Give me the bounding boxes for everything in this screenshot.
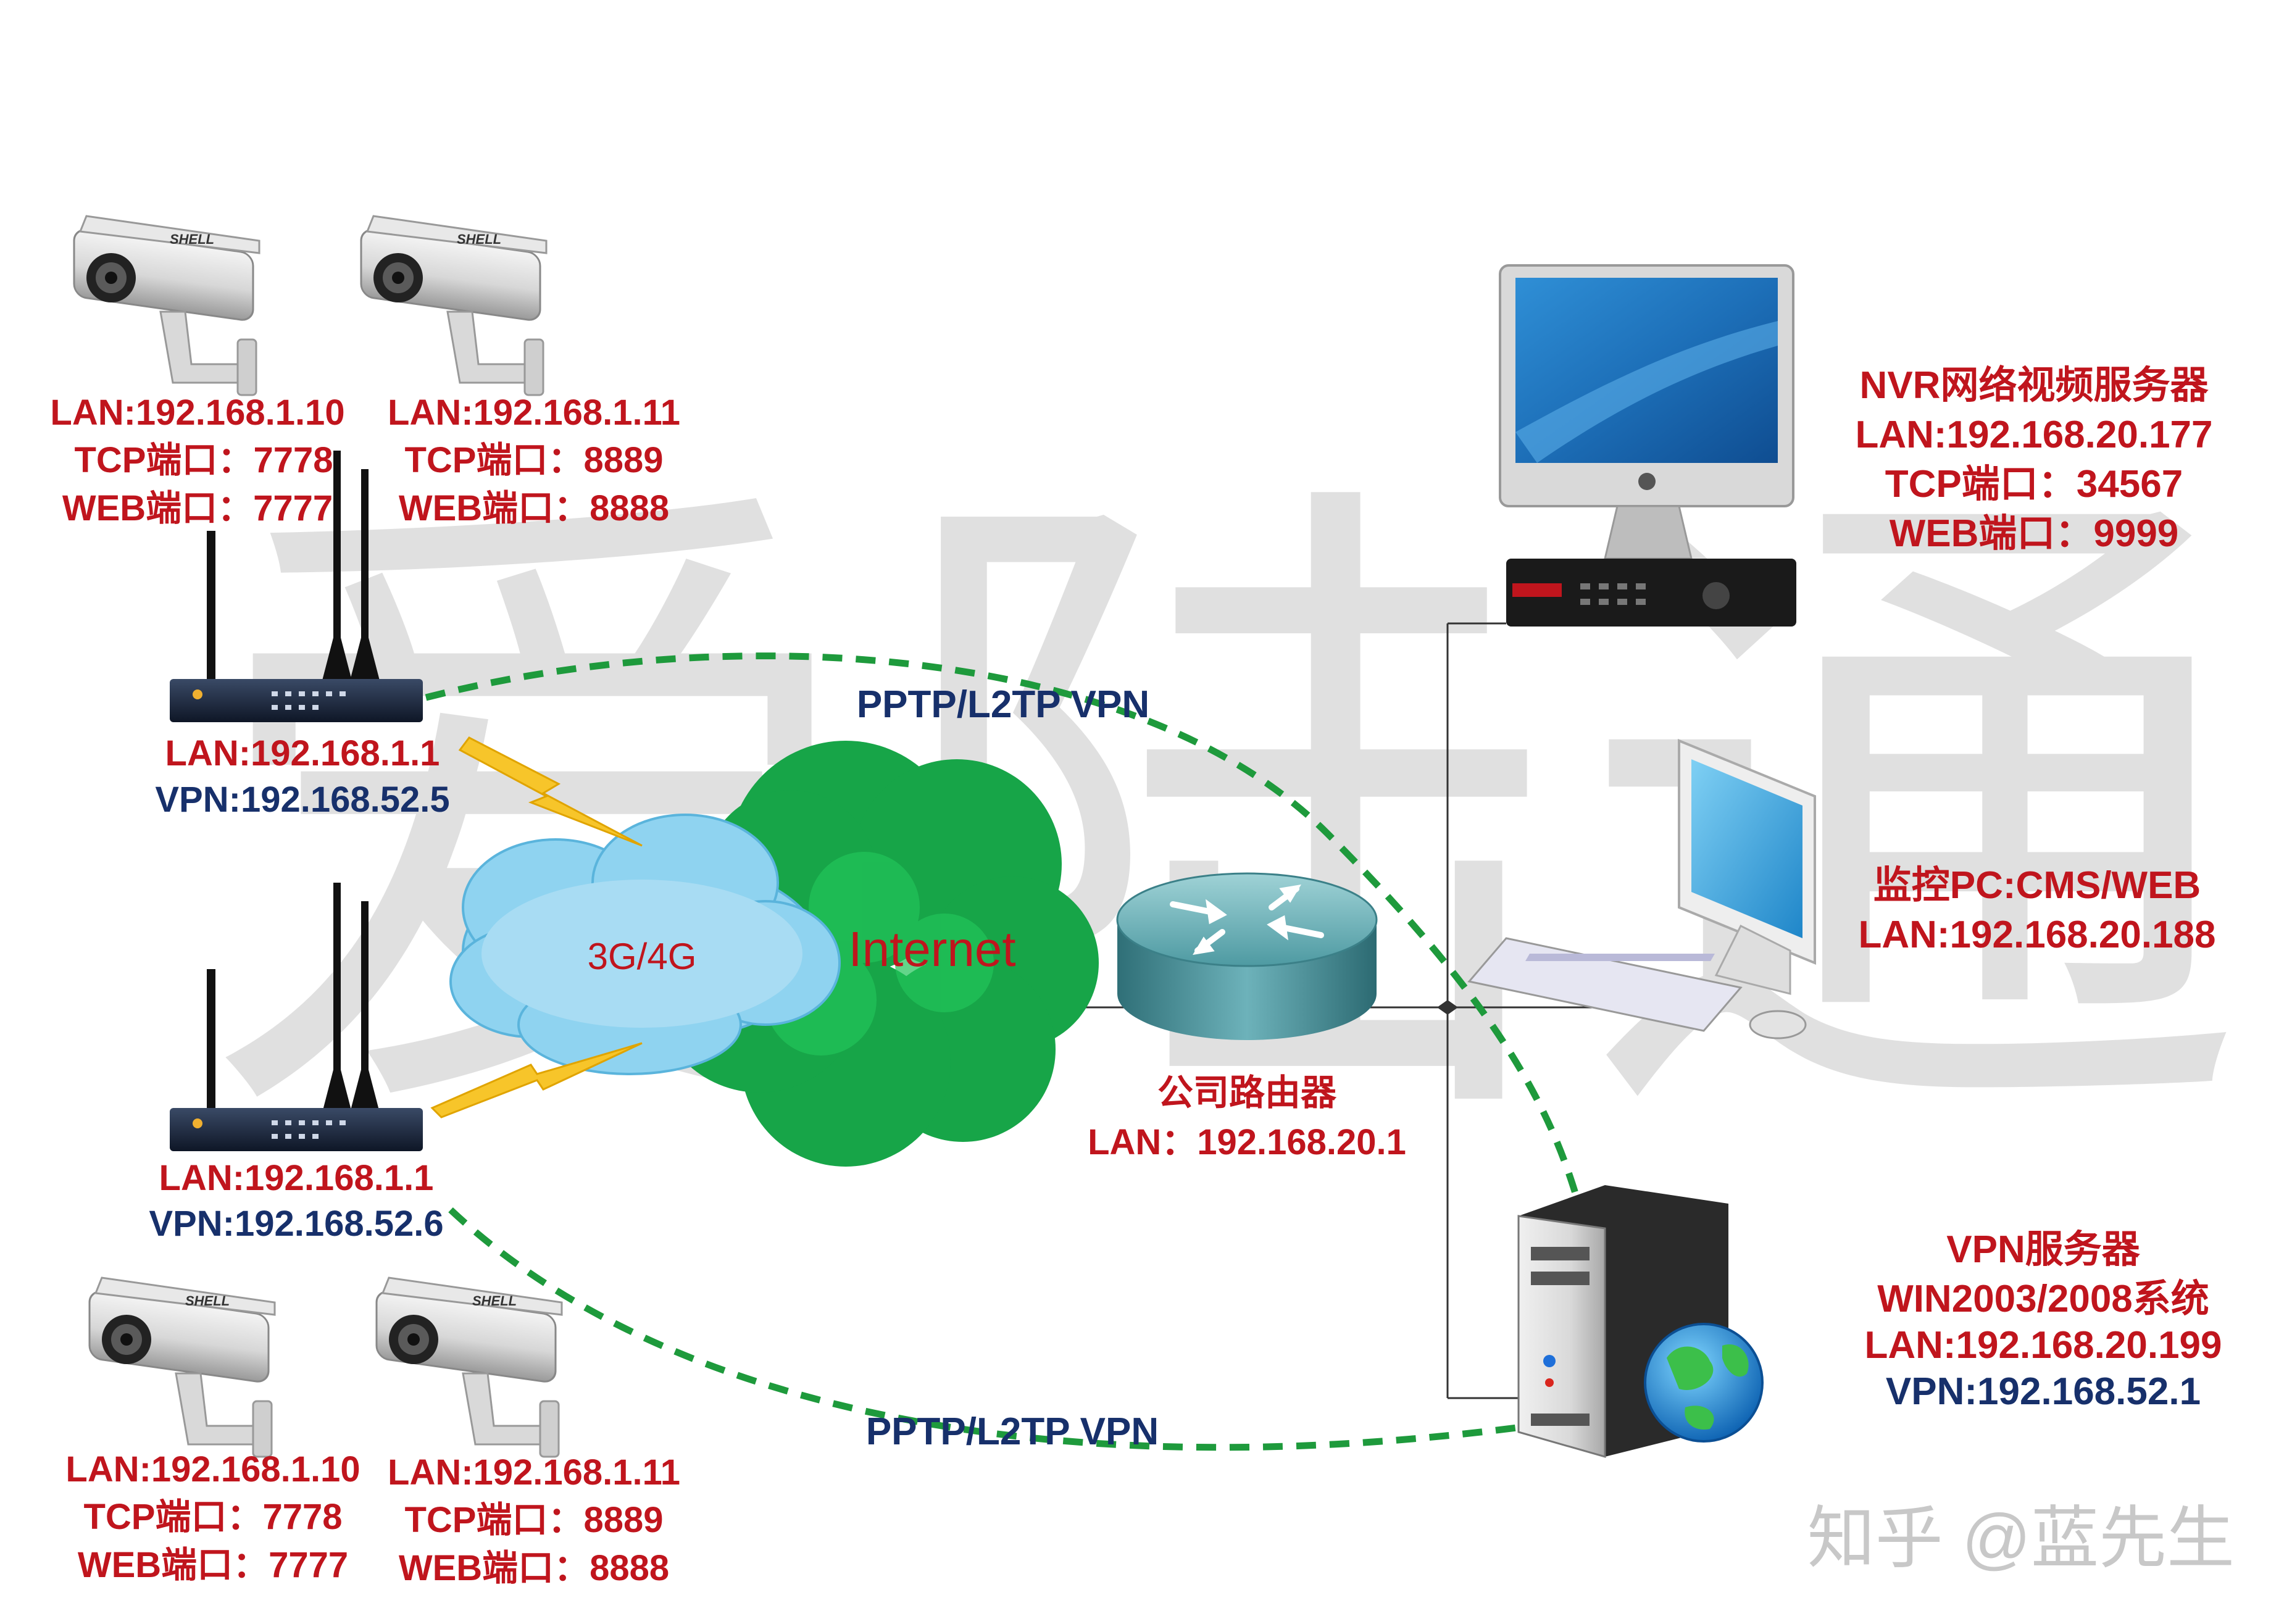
nvr-monitor-icon xyxy=(1499,264,1794,560)
watermark-text: 爱陆通 xyxy=(198,446,2272,1191)
nvr-tcp: TCP端口：34567 xyxy=(1885,463,2183,506)
router-4g-bottom xyxy=(170,883,423,1151)
vpn-server-vpn: VPN:192.168.52.1 xyxy=(1886,1370,2201,1413)
camera-icon xyxy=(88,1276,276,1458)
bottom-router-lan: LAN:192.168.1.1 xyxy=(159,1158,434,1198)
camera-brand: SHELL xyxy=(170,231,214,247)
monitor-pc-lan: LAN:192.168.20.188 xyxy=(1858,914,2215,956)
bottom-cam2-web: WEB端口：8888 xyxy=(399,1548,669,1588)
globe-icon xyxy=(1644,1323,1764,1443)
monitor-pc-title: 监控PC:CMS/WEB xyxy=(1873,864,2201,907)
bottom-cam1-web: WEB端口：7777 xyxy=(78,1545,348,1585)
mobile-cloud: 3G/4G xyxy=(449,814,841,1075)
junction-icon xyxy=(1437,1000,1458,1015)
top-cam1-tcp: TCP端口：7778 xyxy=(74,440,333,480)
top-cam2-tcp: TCP端口：8889 xyxy=(404,440,663,480)
company-router xyxy=(1116,872,1378,1040)
top-cam1-lan: LAN:192.168.1.10 xyxy=(50,393,344,433)
top-cam2-lan: LAN:192.168.1.11 xyxy=(388,393,680,433)
vpn-label-bottom: PPTP/L2TP VPN xyxy=(866,1410,1159,1453)
bottom-cam2-lan: LAN:192.168.1.11 xyxy=(388,1452,680,1493)
camera-icon xyxy=(360,215,548,396)
vpn-tunnel-bottom xyxy=(448,1207,1531,1451)
bottom-cam2-tcp: TCP端口：8889 xyxy=(404,1500,663,1540)
mobile-network-label: 3G/4G xyxy=(588,936,697,977)
camera-brand: SHELL xyxy=(472,1293,517,1309)
vpn-server-title: VPN服务器 xyxy=(1946,1228,2140,1271)
bottom-router-vpn: VPN:192.168.52.6 xyxy=(149,1204,443,1244)
company-router-lan: LAN：192.168.20.1 xyxy=(1088,1122,1406,1162)
bottom-cam1-lan: LAN:192.168.1.10 xyxy=(65,1449,360,1489)
top-cam2-web: WEB端口：8888 xyxy=(399,488,669,528)
credit-watermark: 知乎 @蓝先生 xyxy=(1807,1501,2235,1576)
nvr-title: NVR网络视频服务器 xyxy=(1860,364,2209,407)
nvr-recorder-icon xyxy=(1506,559,1796,627)
top-cam1-web: WEB端口：7777 xyxy=(62,488,333,528)
camera-icon xyxy=(73,215,260,396)
nvr-lan: LAN:192.168.20.177 xyxy=(1855,414,2212,456)
vpn-label-top: PPTP/L2TP VPN xyxy=(857,683,1149,726)
vpn-tunnel-top xyxy=(425,652,1584,1211)
wireless-bolt-top xyxy=(458,736,643,847)
camera-brand: SHELL xyxy=(457,231,501,247)
wireless-bolt-bottom xyxy=(430,1042,643,1118)
camera-brand: SHELL xyxy=(185,1293,230,1309)
nvr-web: WEB端口：9999 xyxy=(1890,512,2179,555)
monitor-pc-icon xyxy=(1467,739,1816,1039)
vpn-server-os: WIN2003/2008系统 xyxy=(1877,1278,2209,1320)
vpn-server-lan: LAN:192.168.20.199 xyxy=(1864,1324,2222,1367)
company-router-name: 公司路由器 xyxy=(1157,1073,1337,1113)
bottom-cam1-tcp: TCP端口：7778 xyxy=(83,1497,342,1537)
top-router-lan: LAN:192.168.1.1 xyxy=(165,733,440,773)
router-4g-top xyxy=(170,451,423,722)
camera-icon xyxy=(375,1276,563,1458)
internet-label: Internet xyxy=(848,922,1015,976)
top-router-vpn: VPN:192.168.52.5 xyxy=(155,780,449,820)
